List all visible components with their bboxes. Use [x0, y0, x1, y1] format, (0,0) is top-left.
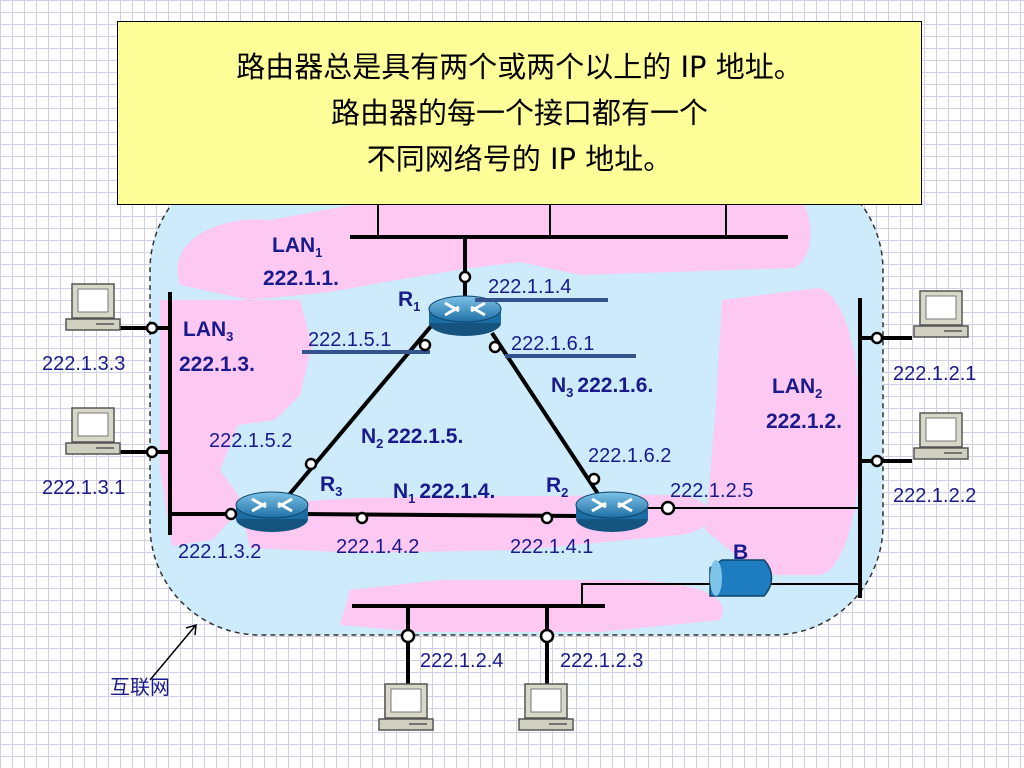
- address-r2-n3: 222.1.6.2: [588, 445, 671, 467]
- address-r3-lan3: 222.1.3.2: [178, 541, 261, 563]
- interface-ports: [145, 270, 884, 644]
- router-r3: [234, 490, 310, 534]
- callout-line-2: 路由器的每一个接口都有一个: [330, 96, 708, 130]
- address-host-lan3-a: 222.1.3.3: [42, 353, 125, 375]
- internet-pointer: [149, 624, 197, 681]
- host-icon: [65, 407, 121, 455]
- address-host-lan2-c: 222.1.2.4: [420, 650, 503, 672]
- bridge-b: [709, 559, 773, 597]
- callout-line-1: 路由器总是具有两个或两个以上的 IP 地址。: [236, 50, 803, 84]
- address-host-lan2-d: 222.1.2.3: [560, 650, 643, 672]
- address-host-lan2-a: 222.1.2.1: [893, 363, 976, 385]
- host-icon: [378, 683, 434, 731]
- bridge-label: B: [733, 541, 748, 564]
- callout-box: 路由器总是具有两个或两个以上的 IP 地址。 路由器的每一个接口都有一个 不同网…: [117, 21, 922, 205]
- lan-highlight-regions: [160, 198, 862, 632]
- router-r2: [574, 490, 650, 534]
- router-r3-label: R3: [320, 473, 342, 499]
- internet-label: 互联网: [110, 675, 170, 699]
- n2-link: [281, 323, 434, 504]
- address-r3-n2: 222.1.5.2: [209, 430, 292, 452]
- address-r2-lan2: 222.1.2.5: [670, 480, 753, 502]
- host-icon: [65, 283, 121, 331]
- address-r1-n3: 222.1.6.1: [511, 333, 594, 355]
- lan2-address: 222.1.2.: [766, 410, 842, 433]
- host-icon: [913, 290, 969, 338]
- address-host-lan2-b: 222.1.2.2: [893, 485, 976, 507]
- address-r2-n1: 222.1.4.1: [510, 536, 593, 558]
- address-r1-lan1: 222.1.1.4: [488, 276, 571, 298]
- address-r3-n1: 222.1.4.2: [336, 536, 419, 558]
- n1-link: [299, 512, 581, 518]
- lan3-label: LAN3: [183, 318, 233, 344]
- callout-line-3: 不同网络号的 IP 地址。: [366, 142, 673, 176]
- address-r1-n2: 222.1.5.1: [308, 329, 391, 351]
- router-r1-label: R1: [398, 288, 420, 314]
- n3-link: [490, 331, 604, 502]
- host-icon: [518, 683, 574, 731]
- address-host-lan3-b: 222.1.3.1: [42, 477, 125, 499]
- lan1-label: LAN1: [272, 234, 322, 260]
- internet-pointer-head: [185, 623, 197, 636]
- router-r2-label: R2: [546, 474, 568, 500]
- lan1-address: 222.1.1.: [263, 267, 339, 290]
- lan2-label: LAN2: [772, 375, 822, 401]
- host-icon: [913, 412, 969, 460]
- lan3-address: 222.1.3.: [179, 353, 255, 376]
